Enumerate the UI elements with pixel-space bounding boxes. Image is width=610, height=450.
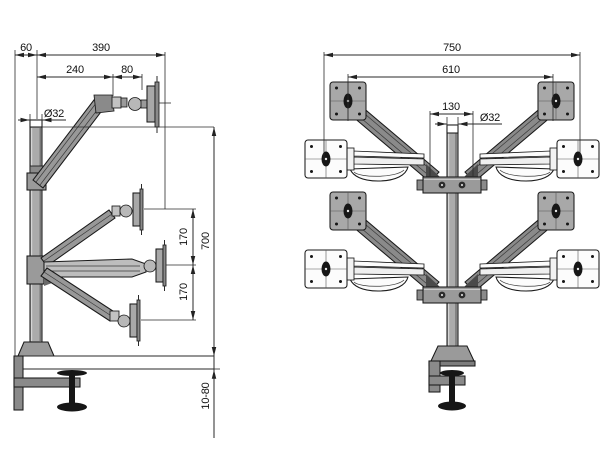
monitor-mount-plate xyxy=(129,303,138,338)
dim-bracket-width: 130 xyxy=(442,101,460,113)
pole-base-front xyxy=(430,345,475,362)
ball-joint xyxy=(119,204,133,218)
desk-surface-side xyxy=(15,355,214,370)
dim-clamp-range: 10-80 xyxy=(200,382,212,409)
front-view-dimensions: 750 610 130 Ø32 xyxy=(323,42,581,177)
arm-position-down xyxy=(40,267,141,346)
dim-spacing-lower: 170 xyxy=(178,283,190,301)
ball-joint xyxy=(117,314,131,328)
dim-head-length: 80 xyxy=(121,64,133,76)
arm-position-horizontal xyxy=(43,240,167,291)
desk-clamp-front xyxy=(428,360,476,411)
dim-pole-diameter-side: Ø32 xyxy=(44,108,64,120)
clamp-knob xyxy=(438,401,466,411)
dim-overall-width: 750 xyxy=(443,42,461,54)
monitor-mount-plate xyxy=(132,192,141,227)
pole-side xyxy=(29,119,43,343)
ball-joint xyxy=(143,259,157,273)
dim-reach: 390 xyxy=(92,42,110,54)
clamp-knob xyxy=(57,402,87,412)
side-view-dimensions: 60 390 240 80 Ø32 170 170 700 10-80 xyxy=(14,42,220,438)
dim-pole-height: 700 xyxy=(200,232,212,250)
pole-base xyxy=(17,341,55,357)
dim-plate-span: 610 xyxy=(442,64,460,76)
dim-spacing-upper: 170 xyxy=(178,228,190,246)
side-view: 60 390 240 80 Ø32 170 170 700 10-80 xyxy=(13,42,220,438)
pole-collar-lower xyxy=(26,255,45,285)
dim-pole-diameter-front: Ø32 xyxy=(480,112,500,124)
front-view: 750 610 130 Ø32 xyxy=(305,42,599,411)
arm-position-raised xyxy=(32,76,171,189)
arm-position-up xyxy=(40,184,144,267)
monitor-mount-plate xyxy=(146,85,156,123)
pole-cap xyxy=(29,119,43,128)
dim-arm-length: 240 xyxy=(66,64,84,76)
dim-offset: 60 xyxy=(20,42,32,54)
pole-cap xyxy=(446,124,459,134)
desk-clamp-side xyxy=(13,355,87,412)
pole-front xyxy=(446,124,459,349)
monitor-mount-plate xyxy=(155,248,164,283)
ball-joint xyxy=(128,97,142,111)
